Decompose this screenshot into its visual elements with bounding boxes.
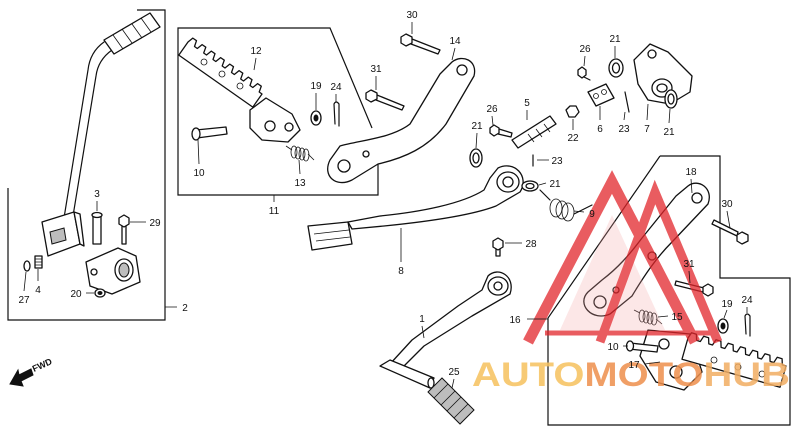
group-box-footpeg-right bbox=[547, 155, 791, 426]
callout-13: 13 bbox=[294, 178, 306, 189]
part-30-bolt bbox=[400, 33, 441, 55]
part-14-footpeg-bracket bbox=[327, 57, 476, 184]
callout-19: 19 bbox=[310, 81, 322, 92]
callout-1: 1 bbox=[419, 314, 425, 325]
callout-5: 5 bbox=[524, 98, 530, 109]
callout-26: 26 bbox=[486, 104, 498, 115]
callout-10: 10 bbox=[193, 168, 205, 179]
part-21-washers bbox=[469, 58, 678, 192]
callout-31: 31 bbox=[683, 259, 695, 270]
part-13-spring bbox=[285, 145, 315, 162]
callout-7: 7 bbox=[644, 124, 650, 135]
part-30-bolt-right bbox=[711, 219, 749, 245]
part-2-kick-starter-boss bbox=[85, 247, 141, 295]
part-5-brake-rod bbox=[511, 115, 557, 149]
callout-21: 21 bbox=[549, 179, 561, 190]
callout-18: 18 bbox=[685, 167, 697, 178]
callout-12: 12 bbox=[250, 46, 262, 57]
part-10-pin-right bbox=[625, 340, 659, 353]
callout-6: 6 bbox=[597, 124, 603, 135]
callout-21: 21 bbox=[471, 121, 483, 132]
leader-lines bbox=[23, 22, 748, 389]
part-6-rod-joint bbox=[587, 83, 615, 107]
callout-20: 20 bbox=[70, 289, 82, 300]
callout-31: 31 bbox=[370, 64, 382, 75]
part-27-o-ring bbox=[23, 260, 31, 272]
callout-9: 9 bbox=[589, 209, 595, 220]
callout-27: 27 bbox=[18, 295, 30, 306]
part-1-gearshift-pedal bbox=[379, 271, 512, 389]
watermark-text-hub: HUB bbox=[703, 356, 790, 394]
callout-17: 17 bbox=[628, 360, 640, 371]
callout-8: 8 bbox=[398, 266, 404, 277]
part-kick-starter-arm bbox=[41, 12, 161, 257]
callout-24: 24 bbox=[330, 82, 342, 93]
arrow-left-icon bbox=[9, 368, 34, 387]
part-24-cotter-pin bbox=[333, 101, 340, 127]
part-4-spring-pin bbox=[34, 255, 43, 269]
group-boundaries bbox=[7, 9, 791, 426]
callout-26: 26 bbox=[579, 44, 591, 55]
callout-2: 2 bbox=[182, 303, 188, 314]
part-3-bolt bbox=[91, 211, 103, 245]
part-12-footpeg bbox=[178, 37, 301, 143]
callout-28: 28 bbox=[525, 239, 537, 250]
callout-4: 4 bbox=[35, 285, 41, 296]
part-29-bolt bbox=[118, 214, 130, 245]
group-box-footpeg-left bbox=[177, 27, 379, 196]
callout-23: 23 bbox=[551, 156, 563, 167]
callout-11: 11 bbox=[269, 206, 280, 217]
callout-25: 25 bbox=[448, 367, 460, 378]
part-26-bolt bbox=[489, 124, 513, 138]
callout-29: 29 bbox=[149, 218, 161, 229]
part-7-pivot-bracket bbox=[633, 43, 693, 105]
part-22-nut bbox=[565, 105, 580, 118]
part-8-brake-pedal bbox=[307, 165, 524, 251]
callout-30: 30 bbox=[406, 10, 418, 21]
watermark-logo bbox=[523, 170, 723, 345]
part-24-cotter-pin-right bbox=[744, 313, 751, 337]
callout-16: 16 bbox=[509, 315, 521, 326]
part-19-washer-right bbox=[717, 318, 729, 334]
callout-21: 21 bbox=[663, 127, 675, 138]
callouts: 30 14 12 31 19 24 26 21 5 26 22 6 23 7 2… bbox=[18, 10, 753, 378]
callout-10: 10 bbox=[607, 342, 619, 353]
watermark-text-auto: AUTO bbox=[472, 356, 584, 394]
part-28-bolt bbox=[492, 237, 504, 257]
part-15-spring bbox=[633, 309, 663, 326]
callout-3: 3 bbox=[94, 189, 100, 200]
callout-19: 19 bbox=[721, 299, 733, 310]
callout-22: 22 bbox=[567, 133, 579, 144]
callout-23: 23 bbox=[618, 124, 630, 135]
part-20-washer bbox=[94, 288, 106, 298]
callout-24: 24 bbox=[741, 295, 753, 306]
direction-indicator: FWD bbox=[9, 356, 54, 387]
watermark-text-moto: MOTO bbox=[584, 356, 703, 394]
part-9-return-spring bbox=[539, 189, 593, 222]
callout-14: 14 bbox=[449, 36, 461, 47]
callout-15: 15 bbox=[671, 312, 683, 323]
part-10-pin bbox=[191, 126, 228, 141]
part-25-pedal-rubber bbox=[427, 377, 475, 425]
callout-21: 21 bbox=[609, 34, 621, 45]
group-box-kick-starter bbox=[7, 9, 166, 321]
part-26-bolt-small bbox=[577, 66, 591, 81]
part-31-bolt bbox=[365, 89, 405, 111]
callout-30: 30 bbox=[721, 199, 733, 210]
part-23-pin bbox=[624, 91, 630, 113]
part-19-washer bbox=[310, 110, 322, 126]
part-17-footpeg bbox=[639, 329, 787, 391]
direction-label: FWD bbox=[31, 356, 54, 374]
